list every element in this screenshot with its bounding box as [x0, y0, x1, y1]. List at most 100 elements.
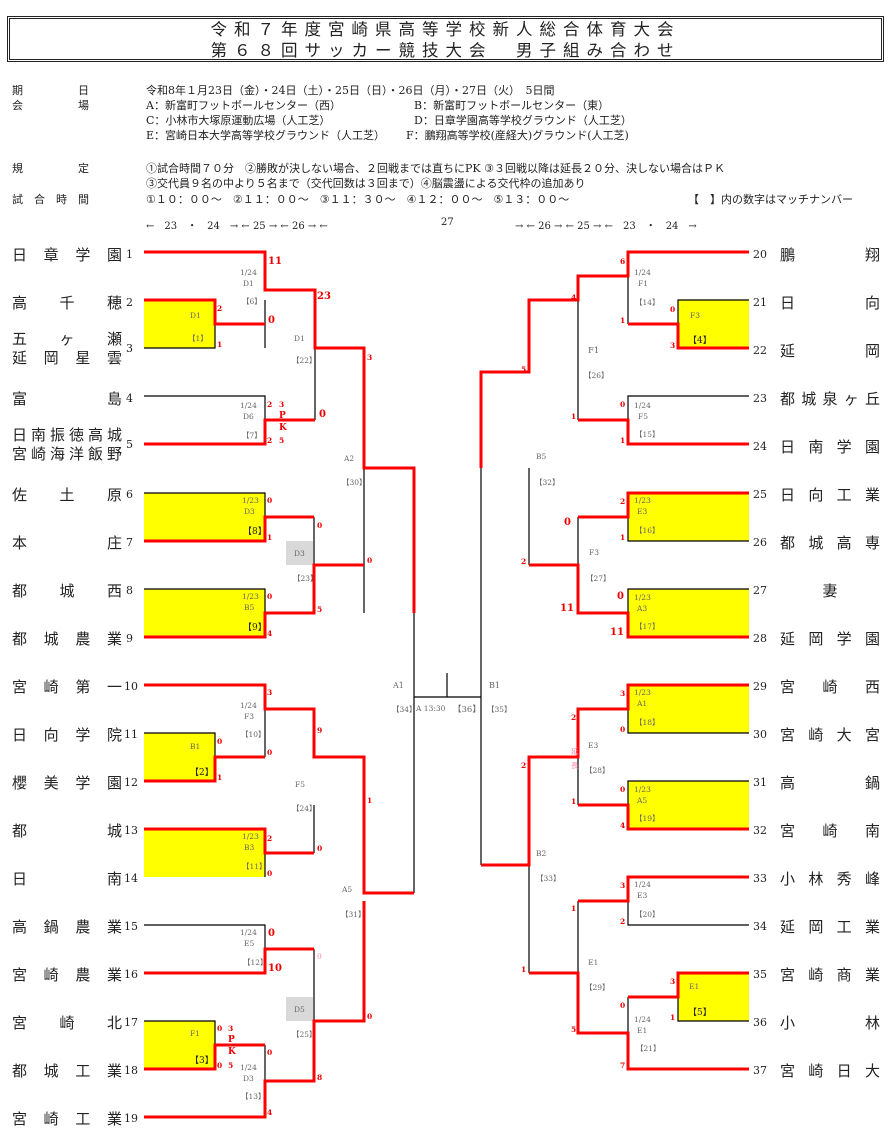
match-1-venue: D1	[190, 311, 201, 320]
match-23-score-a: 0	[317, 521, 323, 530]
match-19-date: 1/23	[634, 785, 651, 794]
match-9-date: 1/23	[242, 592, 259, 601]
team-name: 小林秀峰	[780, 870, 880, 888]
venue-label: 会 場	[12, 99, 89, 112]
match-28-score-b: 1	[571, 797, 577, 806]
match-27-venue: F3	[589, 548, 599, 557]
team-number: 20	[753, 248, 767, 261]
match-22-venue: D1	[294, 334, 305, 343]
highlight-match-17	[628, 589, 749, 637]
match-22-score-b: 0	[319, 409, 326, 420]
team-number: 2	[126, 296, 133, 309]
team-name: 日章学園	[12, 246, 122, 264]
match-7-pk-a: 3	[279, 400, 285, 409]
match-9-venue: B5	[244, 603, 255, 612]
pk-label-k: K	[279, 423, 287, 433]
team-number: 34	[753, 920, 767, 933]
match-7-pk-b: 5	[279, 436, 285, 445]
match-15-venue: F5	[638, 412, 648, 421]
match-10-score-a: 3	[267, 688, 273, 697]
team-name: 五ヶ瀬	[12, 330, 122, 348]
match-17-score-b: 11	[610, 627, 624, 638]
match-7-number: 【7】	[242, 431, 262, 440]
day-row-left: ← 23 ・ 24 → ← 25 → ← 26 → ←	[146, 221, 328, 232]
title-box: 令和７年度宮崎県高等学校新人総合体育大会 第６８回サッカー競技大会 男子組み合わ…	[7, 16, 884, 62]
match-17-venue: A3	[637, 604, 648, 613]
match-7-venue: D6	[243, 412, 254, 421]
match-22-number: 【22】	[292, 356, 317, 365]
team-name: 本庄	[12, 534, 122, 552]
venue-a: A：新富町フットボールセンター（西）	[146, 99, 341, 112]
match-32-venue: B5	[536, 452, 547, 461]
match-14-number: 【14】	[635, 298, 660, 307]
match-3-number: 【3】	[190, 1056, 214, 1066]
team-number: 7	[126, 536, 133, 549]
date-value: 令和8年１月23日（金）・24日（土）・25日（日）・26日（月）・27日（火）…	[146, 84, 555, 97]
match-15-score-a: 0	[620, 400, 626, 409]
match-34-venue: A1	[393, 681, 404, 690]
team-name-2: 宮崎海洋飯野	[12, 445, 122, 463]
match-29-number: 【29】	[585, 983, 610, 992]
match-14-score-a: 6	[620, 257, 626, 266]
team-name: 宮崎南	[780, 822, 880, 840]
match-9-score-a: 0	[267, 592, 273, 601]
match-21-date: 1/24	[634, 1015, 651, 1024]
team-number: 19	[124, 1112, 138, 1125]
match-number-note: 【 】内の数字はマッチナンバー	[688, 193, 853, 206]
match-31-score-b: 0	[367, 1012, 373, 1021]
match-16-number: 【16】	[635, 526, 660, 535]
match-34-number: 【34】	[392, 705, 417, 714]
match-28-venue: E3	[588, 741, 599, 750]
match-30-score-a: 3	[367, 353, 373, 362]
match-8-date: 1/23	[242, 496, 259, 505]
match-18-number: 【18】	[635, 718, 660, 727]
team-name: 高鍋	[780, 774, 880, 792]
team-name: 日南振徳高城	[12, 426, 122, 444]
match-11-date: 1/23	[242, 832, 259, 841]
venue-b: B：新富町フットボールセンター（東）	[414, 99, 610, 112]
match-10-date: 1/24	[240, 701, 257, 710]
match-4-venue: F3	[690, 311, 700, 320]
pk-label-k-2: K	[228, 1047, 236, 1057]
match-30-score-b: 0	[367, 556, 373, 565]
match-21-venue: E1	[637, 1026, 648, 1035]
match-20-score-b: 2	[620, 917, 626, 926]
team-name: 宮崎第一	[12, 678, 122, 696]
match-3-score-a: 0	[217, 1024, 223, 1033]
match-3-pk-a: 3	[228, 1024, 234, 1033]
highlight-match-1	[144, 300, 215, 348]
match-6-score-a: 11	[268, 256, 282, 267]
match-26-score-a: 4	[571, 293, 577, 302]
team-number: 1	[126, 248, 133, 261]
match-28-number: 【28】	[585, 766, 610, 775]
bracket-base-lines	[144, 276, 749, 1081]
team-number: 3	[126, 342, 133, 355]
match-26-number: 【26】	[584, 371, 609, 380]
team-number: 12	[124, 776, 138, 789]
bracket-winner-lines	[144, 250, 749, 1119]
team-name: 延岡	[780, 342, 880, 360]
match-27-number: 【27】	[586, 574, 611, 583]
team-number: 16	[124, 968, 138, 981]
match-2-score-a: 0	[217, 737, 223, 746]
match-13-score-b: 4	[267, 1108, 273, 1117]
match-18-date: 1/23	[634, 688, 651, 697]
match-35-number: 【35】	[487, 705, 512, 714]
highlight-match-19	[628, 781, 749, 829]
team-name: 都城泉ヶ丘	[780, 390, 880, 408]
match-12-date: 1/24	[240, 928, 257, 937]
match-19-score-a: 0	[620, 785, 626, 794]
match-10-score-b: 0	[267, 748, 273, 757]
team-name: 都城	[12, 822, 122, 840]
